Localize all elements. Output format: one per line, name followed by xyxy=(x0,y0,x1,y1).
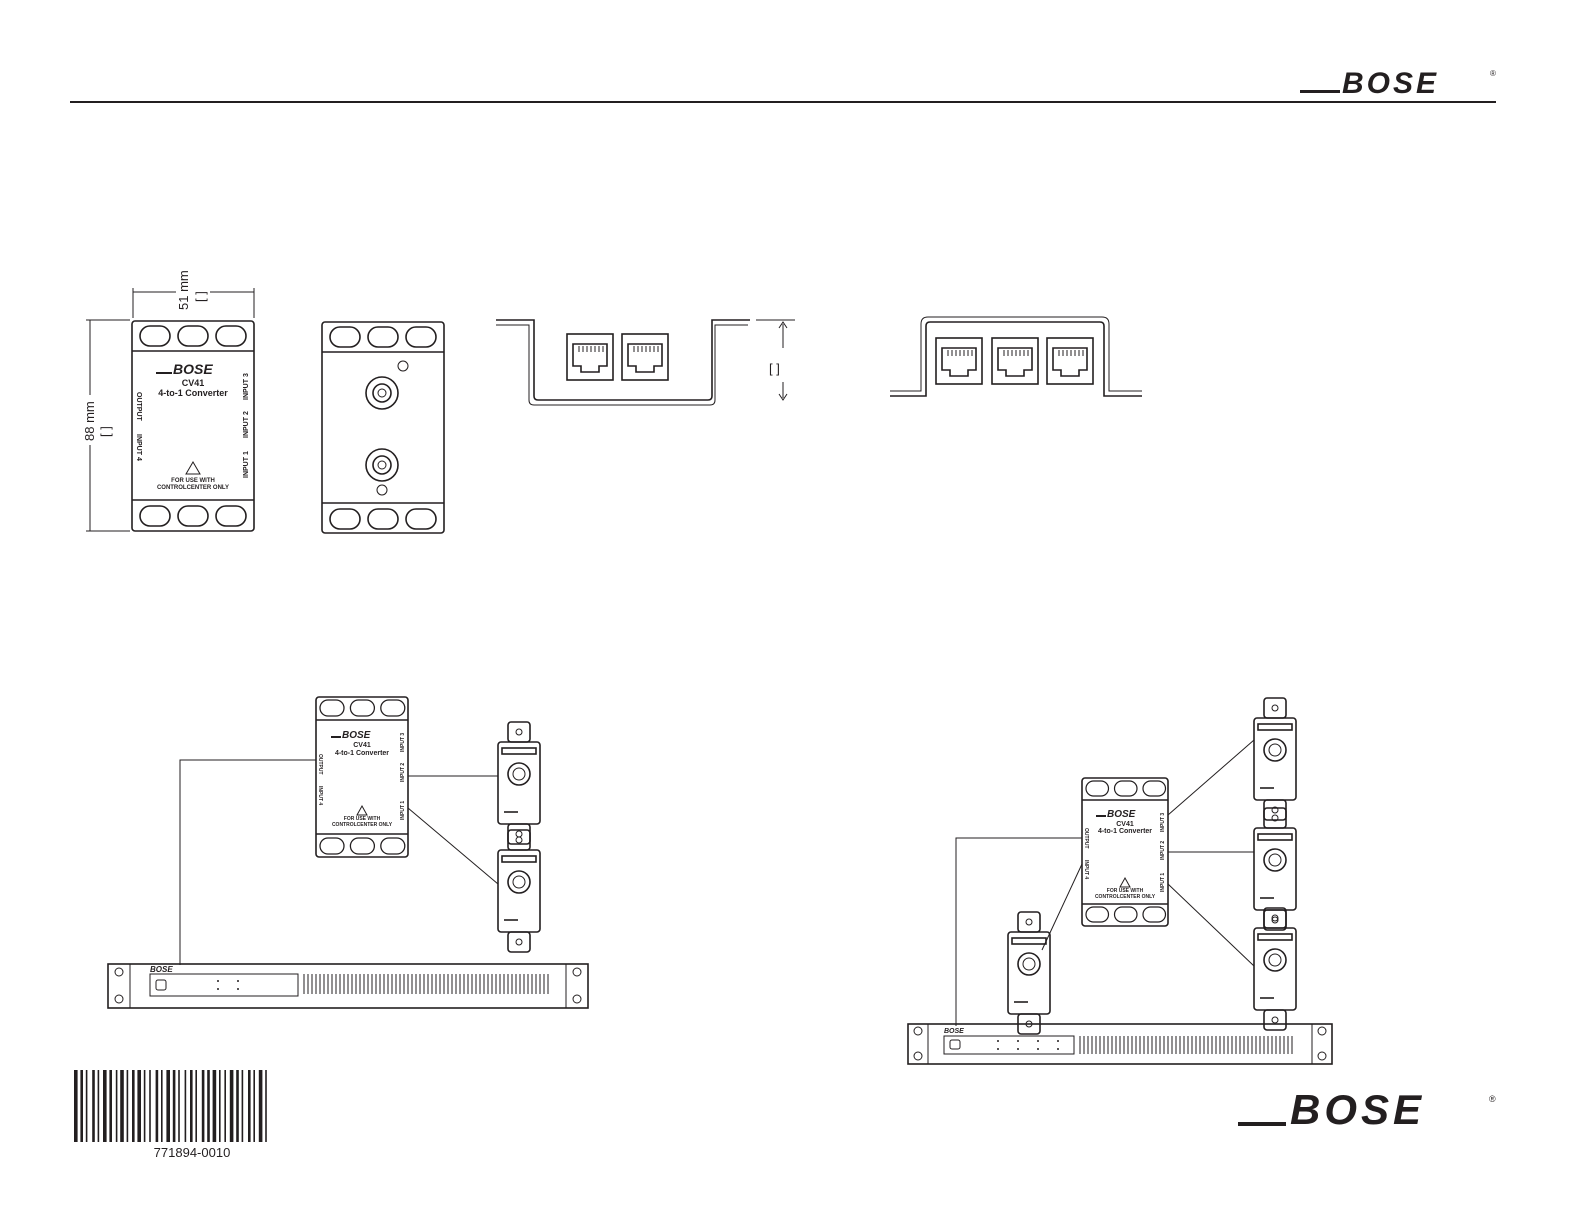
svg-text:OUTPUT: OUTPUT xyxy=(1083,828,1089,849)
barcode-bar xyxy=(85,1070,88,1142)
barcode-bar xyxy=(74,1070,78,1142)
bose-logo-footer: BOSE ® xyxy=(1238,1086,1496,1133)
svg-text:INPUT 1: INPUT 1 xyxy=(1160,873,1166,892)
wiring-diagram-two-controls: BOSE CV41 4-to-1 Converter FOR USE WITH … xyxy=(107,696,589,1009)
barcode-bar xyxy=(161,1070,163,1142)
barcode-bar xyxy=(126,1070,129,1142)
barcode-bar xyxy=(166,1070,170,1142)
cv41-side-view-output: [ ] xyxy=(496,319,795,406)
svg-text:INPUT 1: INPUT 1 xyxy=(400,801,406,820)
svg-text:CONTROLCENTER ONLY: CONTROLCENTER ONLY xyxy=(157,485,229,491)
barcode-bar xyxy=(224,1070,226,1142)
cv41-front-dimensioned: 51 mm [ ] 88 mm [ ] BOSE CV41 4-to-1 Con… xyxy=(82,270,255,532)
barcode-bar xyxy=(195,1070,197,1142)
svg-text:®: ® xyxy=(1490,69,1496,78)
barcode-bar xyxy=(184,1070,187,1142)
barcode: 771894-0010 xyxy=(74,1070,267,1160)
svg-text:4-to-1 Converter: 4-to-1 Converter xyxy=(1098,828,1152,835)
barcode-bar xyxy=(172,1070,176,1142)
svg-text:INPUT 1: INPUT 1 xyxy=(243,451,250,478)
cv41-back-view xyxy=(321,321,445,534)
svg-text:OUTPUT: OUTPUT xyxy=(317,754,323,775)
barcode-bar xyxy=(143,1070,146,1142)
barcode-bar xyxy=(109,1070,112,1142)
svg-text:BOSE: BOSE xyxy=(1107,809,1136,820)
barcode-bar xyxy=(115,1070,118,1142)
barcode-number: 771894-0010 xyxy=(154,1145,231,1160)
svg-text:CONTROLCENTER ONLY: CONTROLCENTER ONLY xyxy=(1095,894,1156,900)
svg-text:INPUT 2: INPUT 2 xyxy=(243,411,250,438)
svg-text:FOR USE WITH: FOR USE WITH xyxy=(171,478,215,484)
barcode-bar xyxy=(248,1070,251,1142)
svg-text:INPUT 3: INPUT 3 xyxy=(1160,813,1166,832)
barcode-bar xyxy=(207,1070,210,1142)
barcode-bar xyxy=(178,1070,180,1142)
barcode-bar xyxy=(253,1070,255,1142)
cv41-side-view-inputs xyxy=(890,316,1142,397)
barcode-bar xyxy=(229,1070,234,1142)
barcode-bar xyxy=(132,1070,135,1142)
svg-text:CV41: CV41 xyxy=(1116,821,1134,828)
svg-text:4-to-1 Converter: 4-to-1 Converter xyxy=(335,750,389,757)
bose-logo-header: BOSE ® xyxy=(1300,67,1496,100)
svg-text:INPUT 4: INPUT 4 xyxy=(317,786,323,805)
width-dimension-bracket: [ ] xyxy=(193,291,208,302)
svg-text:BOSE: BOSE xyxy=(944,1028,964,1035)
barcode-bar xyxy=(155,1070,159,1142)
barcode-bar xyxy=(120,1070,124,1142)
barcode-bar xyxy=(190,1070,193,1142)
height-dimension-bracket: [ ] xyxy=(98,426,113,437)
barcode-bar xyxy=(241,1070,244,1142)
barcode-bar xyxy=(236,1070,239,1142)
height-dimension-label: 88 mm xyxy=(82,401,97,441)
svg-text:BOSE: BOSE xyxy=(342,730,371,741)
wiring-diagram-four-controls: BOSE CV41 4-to-1 Converter FOR USE WITH … xyxy=(907,697,1333,1065)
barcode-bar xyxy=(219,1070,221,1142)
barcode-bar xyxy=(265,1070,267,1142)
cv41-name: 4-to-1 Converter xyxy=(158,388,228,398)
svg-text:CV41: CV41 xyxy=(353,742,371,749)
svg-text:BOSE: BOSE xyxy=(1290,1086,1425,1133)
svg-text:INPUT 3: INPUT 3 xyxy=(243,373,250,400)
svg-text:®: ® xyxy=(1489,1094,1496,1104)
barcode-bar xyxy=(92,1070,95,1142)
barcode-bar xyxy=(103,1070,107,1142)
cv41-model: CV41 xyxy=(182,378,205,388)
barcode-bar xyxy=(80,1070,83,1142)
svg-text:INPUT 2: INPUT 2 xyxy=(400,763,406,782)
barcode-bar xyxy=(201,1070,205,1142)
svg-text:BOSE: BOSE xyxy=(1342,67,1439,100)
barcode-bar xyxy=(137,1070,141,1142)
barcode-bar xyxy=(97,1070,100,1142)
cv41-logo: BOSE xyxy=(173,361,213,377)
width-dimension-label: 51 mm xyxy=(176,270,191,310)
depth-dimension-bracket: [ ] xyxy=(769,361,780,376)
barcode-bar xyxy=(149,1070,151,1142)
svg-text:FOR USE WITH: FOR USE WITH xyxy=(1107,888,1144,894)
svg-text:BOSE: BOSE xyxy=(150,965,173,974)
svg-text:FOR USE WITH: FOR USE WITH xyxy=(344,816,381,822)
svg-text:INPUT 4: INPUT 4 xyxy=(1083,860,1089,879)
svg-text:INPUT 2: INPUT 2 xyxy=(1160,841,1166,860)
barcode-bar xyxy=(212,1070,217,1142)
svg-text:INPUT 4: INPUT 4 xyxy=(135,434,142,461)
barcode-bar xyxy=(258,1070,263,1142)
svg-text:CONTROLCENTER ONLY: CONTROLCENTER ONLY xyxy=(332,822,393,828)
warning-icon xyxy=(185,461,201,475)
svg-text:INPUT 3: INPUT 3 xyxy=(400,733,406,752)
svg-text:OUTPUT: OUTPUT xyxy=(135,392,142,422)
